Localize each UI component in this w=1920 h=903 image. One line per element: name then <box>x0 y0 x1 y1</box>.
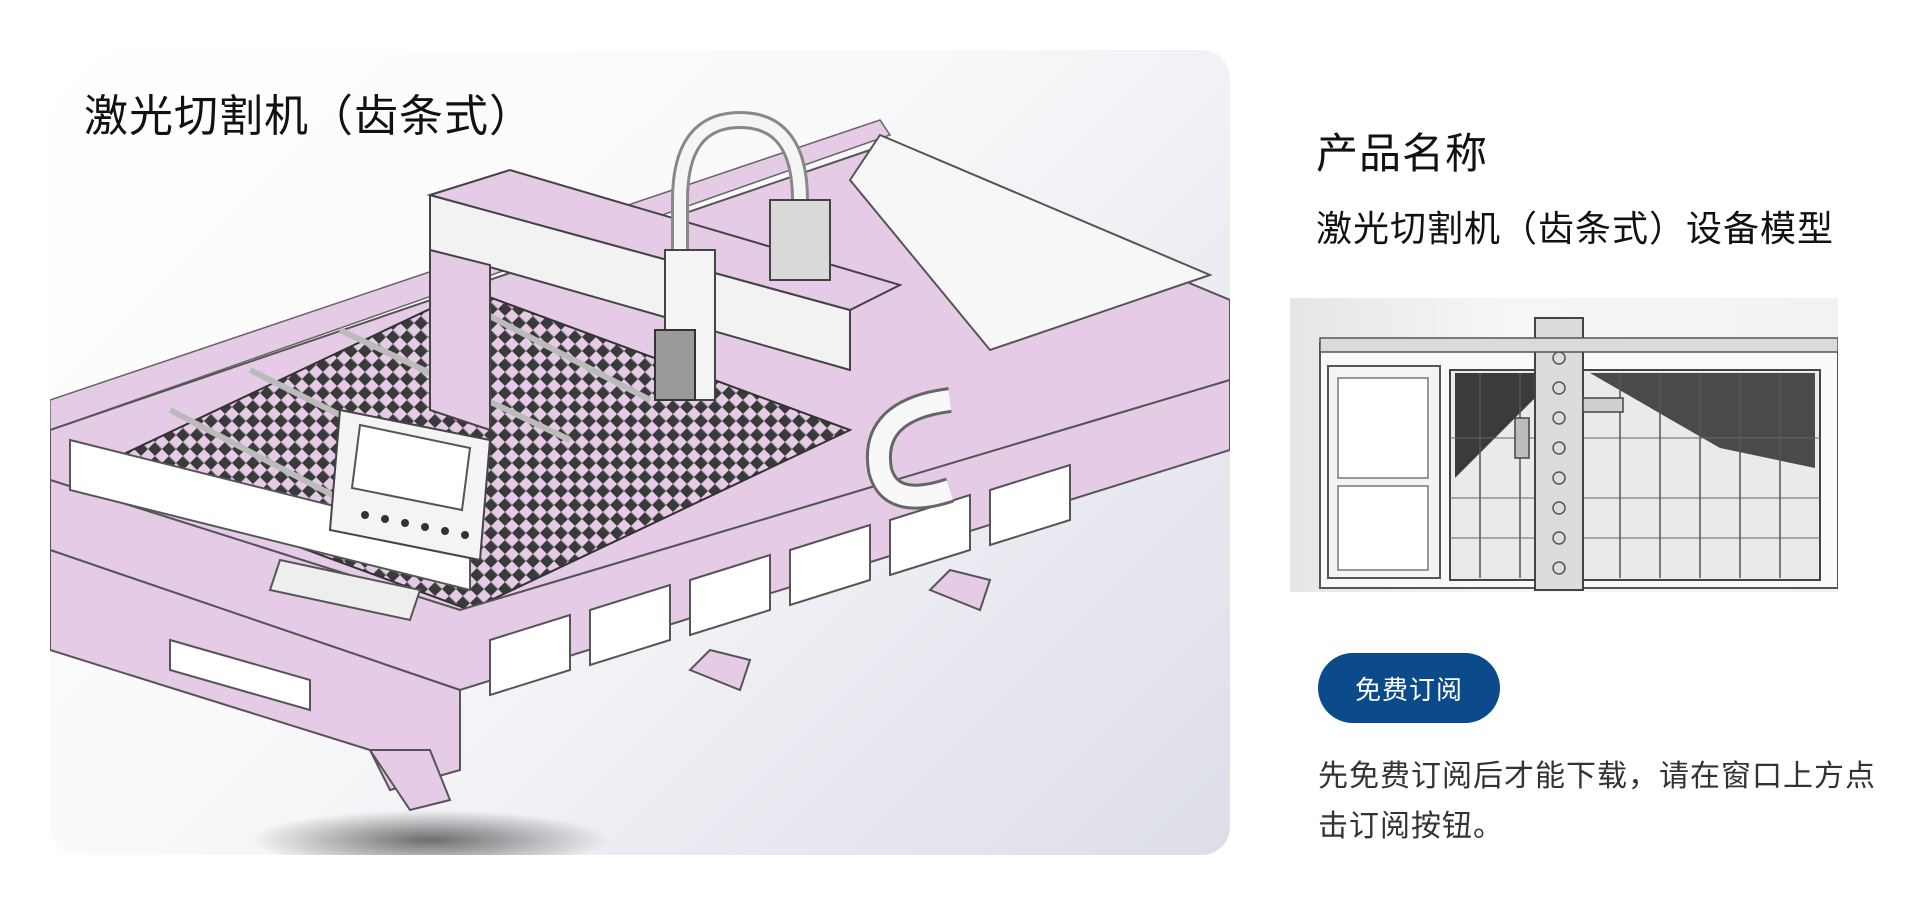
product-name-label: 产品名称 <box>1316 129 1489 178</box>
subscribe-button[interactable]: 免费订阅 <box>1318 653 1500 723</box>
product-name: 激光切割机（齿条式）设备模型 <box>1316 209 1835 250</box>
download-note: 先免费订阅后才能下载，请在窗口上方点击订阅按钮。 <box>1318 759 1876 844</box>
laser-cutter-3d-render <box>50 110 1230 855</box>
model-thumbnail[interactable] <box>1290 298 1838 592</box>
laser-cutter-top-view <box>1319 317 1838 591</box>
model-title: 激光切割机（齿条式） <box>84 91 534 142</box>
product-info-panel: 产品名称 激光切割机（齿条式）设备模型 <box>1290 0 1910 903</box>
model-preview-panel: 激光切割机（齿条式） <box>50 50 1230 855</box>
